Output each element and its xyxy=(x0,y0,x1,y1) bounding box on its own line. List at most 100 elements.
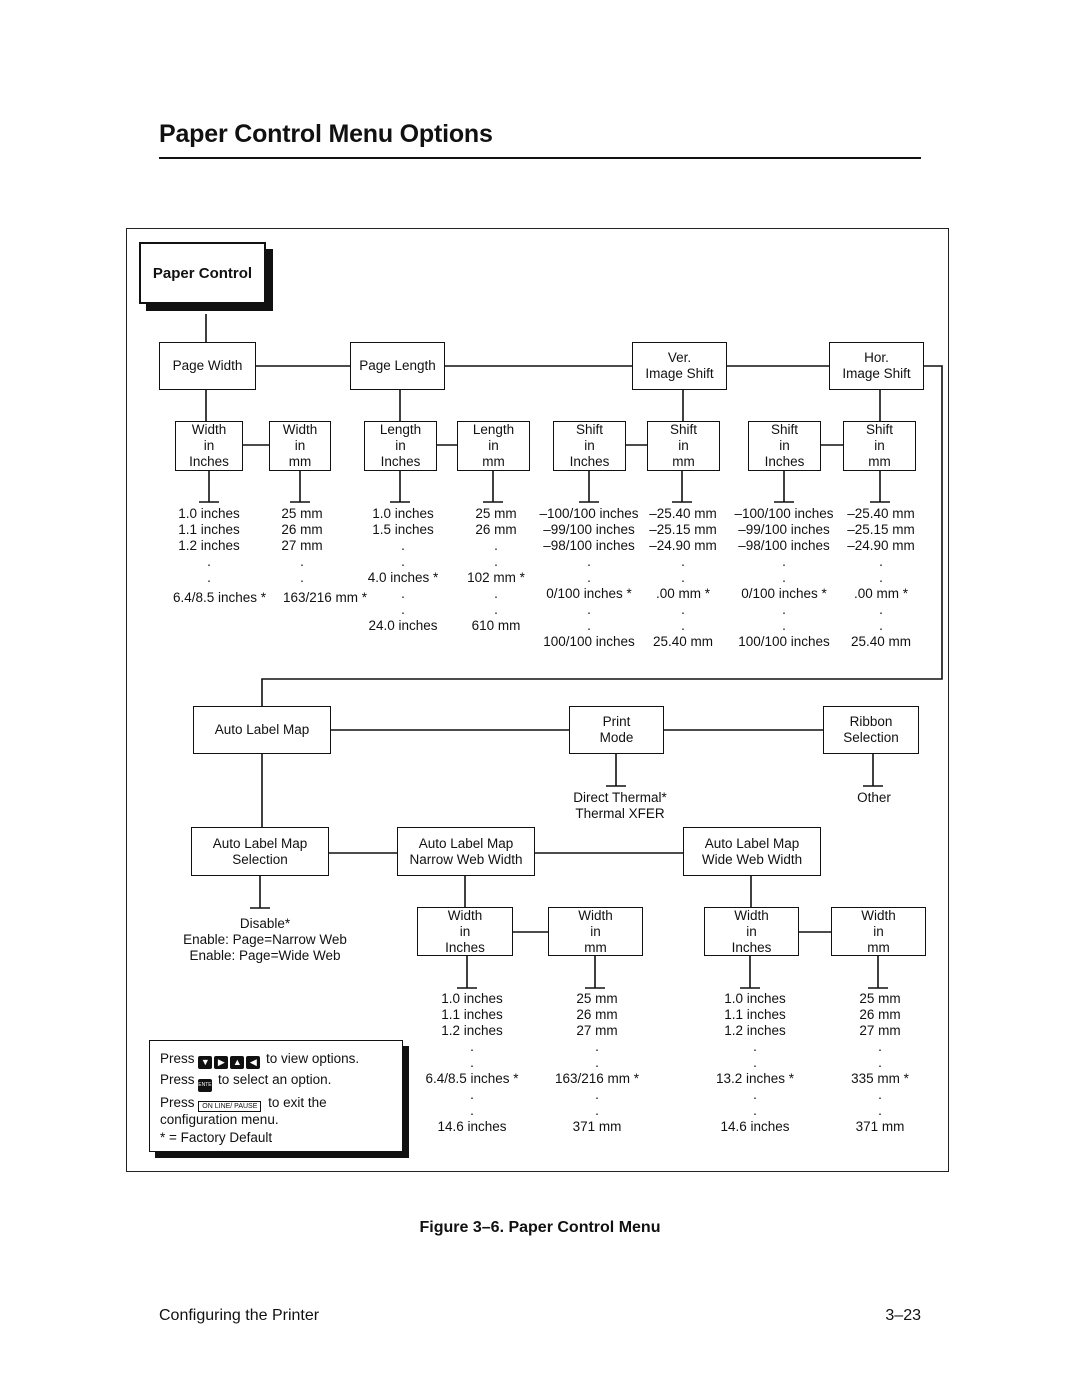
hor-shift-mm-item: –25.15 mm xyxy=(847,522,915,537)
ver-shift-mm-item: . xyxy=(681,570,685,585)
hor-shift-mm-item: . xyxy=(879,554,883,569)
wide-mm-item: 335 mm * xyxy=(851,1071,909,1086)
length-inches-box: Length in Inches xyxy=(364,421,437,471)
narrow-width-inches-box: Width in Inches xyxy=(417,907,513,956)
footer-page-number: 3–23 xyxy=(885,1307,921,1324)
page-length-inches-item: 4.0 inches * xyxy=(367,570,439,585)
wide-mm-item: . xyxy=(878,1087,882,1102)
page-width-inches-item: . xyxy=(207,570,211,585)
wide-width-inches-box: Width in Inches xyxy=(704,907,799,956)
paper-control-root: Paper Control xyxy=(139,242,266,304)
auto-label-selection-item: Enable: Page=Wide Web xyxy=(189,948,341,963)
wide-inches-item: 14.6 inches xyxy=(720,1119,790,1134)
auto-label-wide-box: Auto Label Map Wide Web Width xyxy=(683,827,821,876)
ver-shift-inches-item: . xyxy=(587,602,591,617)
hor-shift-mm-item: 25.40 mm xyxy=(850,634,912,649)
page-length-mm-item: . xyxy=(494,554,498,569)
ver-shift-inches-item: . xyxy=(587,570,591,585)
page-width-mm-item: 27 mm xyxy=(281,538,323,553)
ver-image-shift-box: Ver. Image Shift xyxy=(632,342,727,390)
wide-mm-item: 26 mm xyxy=(859,1007,901,1022)
ver-shift-mm-box: Shift in mm xyxy=(647,421,720,471)
hor-shift-inches-item: –99/100 inches xyxy=(738,522,830,537)
print-mode-options: Direct Thermal*Thermal XFER xyxy=(555,790,685,822)
hor-shift-inches-item: 100/100 inches xyxy=(738,634,830,649)
ver-shift-mm-item: –25.40 mm xyxy=(649,506,717,521)
narrow-inches-item: . xyxy=(470,1103,474,1118)
narrow-inches-item: . xyxy=(470,1039,474,1054)
narrow-mm-item: . xyxy=(595,1039,599,1054)
hor-shift-inches-item: –100/100 inches xyxy=(734,506,834,521)
hor-shift-mm-item: –25.40 mm xyxy=(847,506,915,521)
narrow-inches-item: 1.1 inches xyxy=(441,1007,503,1022)
page-length-inches-item: . xyxy=(401,586,405,601)
narrow-inches-item: 6.4/8.5 inches * xyxy=(425,1071,519,1086)
legend-factory-line: * = Factory Default xyxy=(160,1130,273,1145)
narrow-mm-item: 371 mm xyxy=(572,1119,622,1134)
hor-shift-inches-item: . xyxy=(782,554,786,569)
hor-shift-inches-item: 0/100 inches * xyxy=(741,586,827,601)
width-inches-box: Width in Inches xyxy=(175,421,243,471)
wide-mm-item: . xyxy=(878,1039,882,1054)
page-title: Paper Control Menu Options xyxy=(159,120,493,148)
print-mode-item: Thermal XFER xyxy=(575,806,665,821)
ribbon-selection-box: Ribbon Selection xyxy=(823,706,919,754)
narrow-mm-item: . xyxy=(595,1055,599,1070)
ver-shift-inches-item: 100/100 inches xyxy=(543,634,635,649)
print-mode-box: Print Mode xyxy=(569,706,664,754)
ribbon-item: Other xyxy=(857,790,891,805)
page-width-inches-item: 1.1 inches xyxy=(178,522,240,537)
page-length-box: Page Length xyxy=(350,342,445,390)
legend-view-line: Press ▼▶▲◀ to view options. xyxy=(160,1051,360,1069)
hor-shift-inches-item: –98/100 inches xyxy=(738,538,830,553)
footer-section-title: Configuring the Printer xyxy=(159,1307,320,1324)
hor-shift-mm-box: Shift in mm xyxy=(843,421,916,471)
narrow-width-mm-box: Width in mm xyxy=(548,907,643,956)
ver-shift-mm-values: –25.40 mm–25.15 mm–24.90 mm...00 mm *..2… xyxy=(640,506,726,650)
page-width-mm-item: . xyxy=(300,570,304,585)
hor-shift-inches-item: . xyxy=(782,570,786,585)
hor-shift-mm-item: . xyxy=(879,602,883,617)
title-rule xyxy=(159,157,921,159)
page-length-mm-item: . xyxy=(494,602,498,617)
ver-shift-mm-item: . xyxy=(681,602,685,617)
wide-inches-item: 1.2 inches xyxy=(724,1023,786,1038)
wide-inches-item: 1.1 inches xyxy=(724,1007,786,1022)
page-width-mm-item: . xyxy=(300,554,304,569)
narrow-inches-item: 1.2 inches xyxy=(441,1023,503,1038)
ver-shift-inches-item: –100/100 inches xyxy=(539,506,639,521)
down-arrow-key-icon: ▼ xyxy=(198,1056,213,1069)
page-length-inches-item: 1.0 inches xyxy=(372,506,434,521)
ver-shift-mm-item: –25.15 mm xyxy=(649,522,717,537)
online-pause-key-icon: ON LINE/ PAUSE xyxy=(198,1101,262,1112)
page-width-inches-default: 6.4/8.5 inches * xyxy=(173,590,267,605)
narrow-mm-item: 163/216 mm * xyxy=(554,1071,640,1086)
ver-shift-inches-item: 0/100 inches * xyxy=(546,586,632,601)
legend-select-line: Press ENTER to select an option. xyxy=(160,1069,402,1092)
enter-key-icon: ENTER xyxy=(198,1079,215,1092)
narrow-mm-item: . xyxy=(595,1103,599,1118)
right-arrow-key-icon: ▶ xyxy=(214,1056,229,1069)
page-length-inches-item: . xyxy=(401,538,405,553)
hor-shift-mm-item: .00 mm * xyxy=(853,586,908,601)
ribbon-options: Other xyxy=(838,790,910,806)
ver-shift-mm-item: . xyxy=(681,554,685,569)
ver-shift-inches-item: . xyxy=(587,554,591,569)
width-mm-box: Width in mm xyxy=(269,421,331,471)
auto-label-selection-item: Enable: Page=Narrow Web xyxy=(183,932,347,947)
hor-shift-mm-item: –24.90 mm xyxy=(847,538,915,553)
ver-shift-mm-item: .00 mm * xyxy=(655,586,710,601)
diagram-frame xyxy=(126,228,949,1172)
page-length-mm-item: 26 mm xyxy=(475,522,517,537)
hor-shift-inches-item: . xyxy=(782,618,786,633)
print-mode-item: Direct Thermal* xyxy=(573,790,667,805)
narrow-mm-item: 25 mm xyxy=(576,991,618,1006)
ver-shift-inches-values: –100/100 inches–99/100 inches–98/100 inc… xyxy=(533,506,645,650)
